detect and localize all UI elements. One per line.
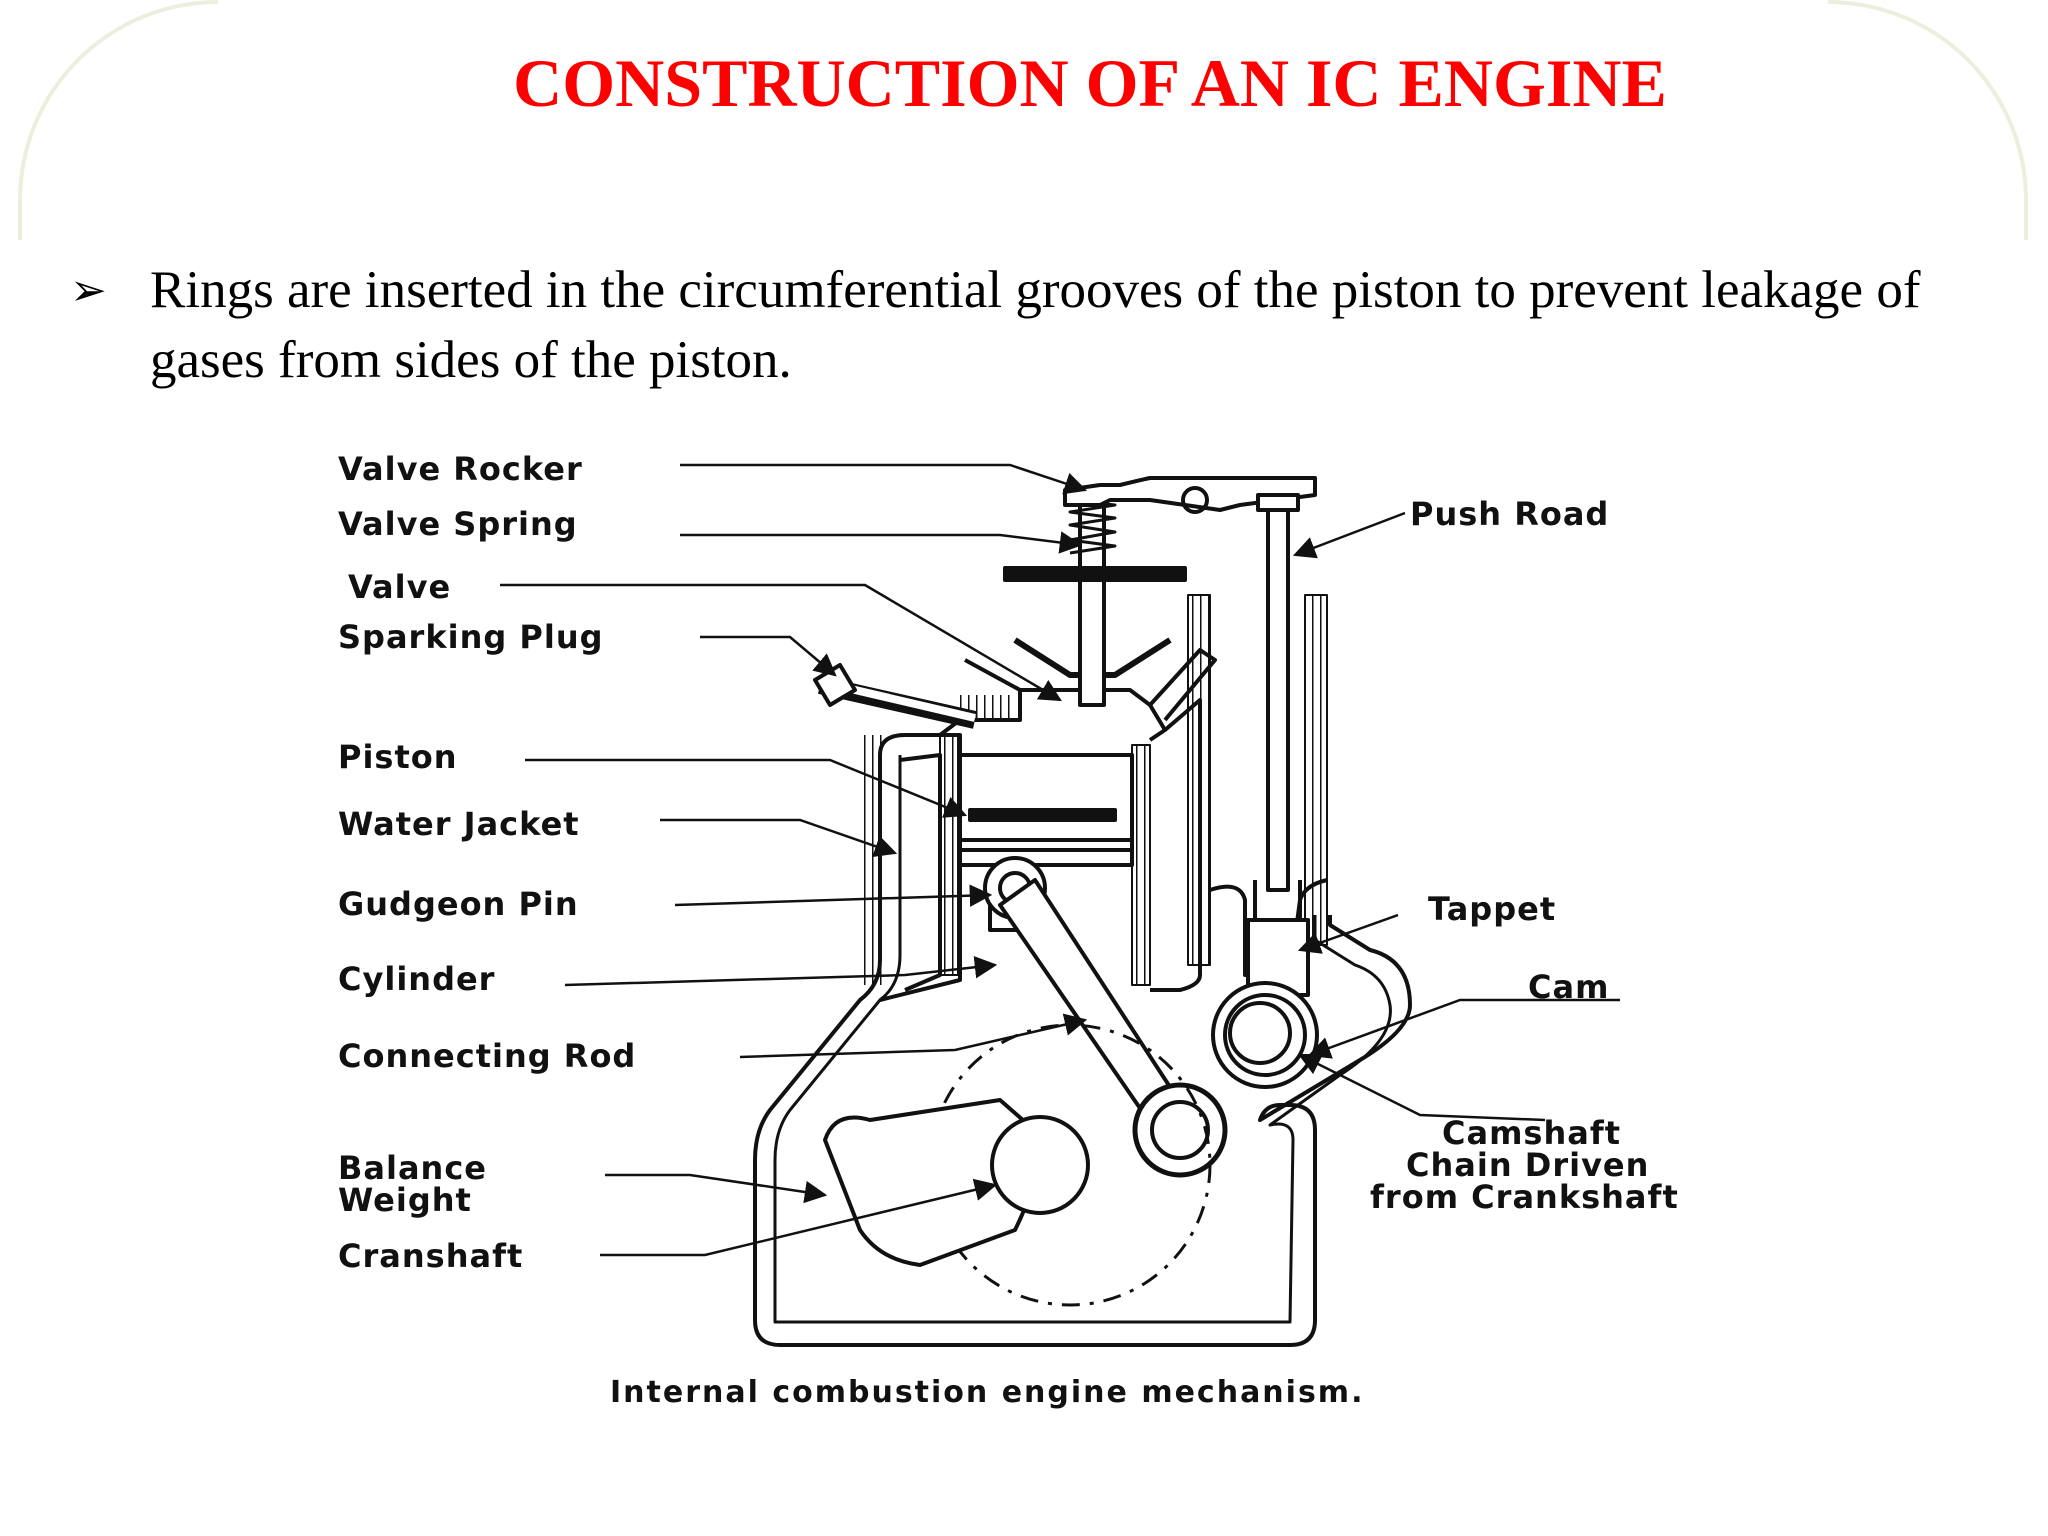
leader-balance-weight — [605, 1173, 828, 1204]
leader-connecting-rod — [739, 1013, 1088, 1059]
diagram-caption: Internal combustion engine mechanism. — [610, 1375, 1365, 1410]
label-cam: Cam — [1528, 968, 1610, 1006]
label-camshaft-line1: Camshaft — [1442, 1114, 1622, 1152]
label-camshaft-line2: Chain Driven — [1406, 1146, 1650, 1184]
leader-cylinder — [564, 956, 998, 987]
label-water-jacket: Water Jacket — [338, 805, 580, 843]
leader-water-jacket — [660, 818, 898, 857]
label-valve-spring: Valve Spring — [338, 505, 578, 543]
leader-gudgeon-pin — [674, 884, 993, 907]
leader-valve — [500, 583, 1062, 702]
label-tappet: Tappet — [1428, 890, 1557, 928]
leader-cranshaft — [600, 1178, 998, 1257]
label-piston: Piston — [338, 738, 458, 776]
leader-tappet — [1297, 913, 1399, 954]
label-balance-weight-line2: Weight — [338, 1181, 472, 1219]
label-valve: Valve — [348, 568, 452, 606]
leader-camshaft — [1297, 1053, 1546, 1122]
label-sparking-plug: Sparking Plug — [338, 618, 604, 656]
leader-cam — [1307, 998, 1620, 1059]
label-push-road: Push Road — [1410, 495, 1610, 533]
label-valve-rocker: Valve Rocker — [338, 450, 583, 488]
leader-piston — [525, 758, 968, 818]
label-camshaft-line3: from Crankshaft — [1370, 1178, 1679, 1216]
crankshaft — [990, 1115, 1090, 1215]
label-gudgeon-pin: Gudgeon Pin — [338, 885, 579, 923]
leader-valve-rocker — [680, 463, 1088, 495]
label-connecting-rod: Connecting Rod — [338, 1037, 637, 1075]
sparking-plug — [813, 663, 977, 729]
leader-push-road — [1292, 511, 1406, 559]
bullet-arrow-icon: ➢ — [70, 265, 107, 316]
push-rod — [1266, 498, 1290, 892]
label-balance-weight-line1: Balance — [338, 1149, 487, 1187]
leader-valve-spring — [680, 531, 1083, 554]
crankcase — [753, 755, 1412, 1347]
bullet-text: Rings are inserted in the circumferentia… — [150, 261, 1921, 389]
label-cylinder: Cylinder — [338, 960, 496, 998]
slide-title: CONSTRUCTION OF AN IC ENGINE — [513, 45, 1667, 121]
label-cranshaft: Cranshaft — [338, 1237, 524, 1275]
valve-spring — [1068, 498, 1117, 555]
leader-sparking-plug — [700, 635, 837, 677]
